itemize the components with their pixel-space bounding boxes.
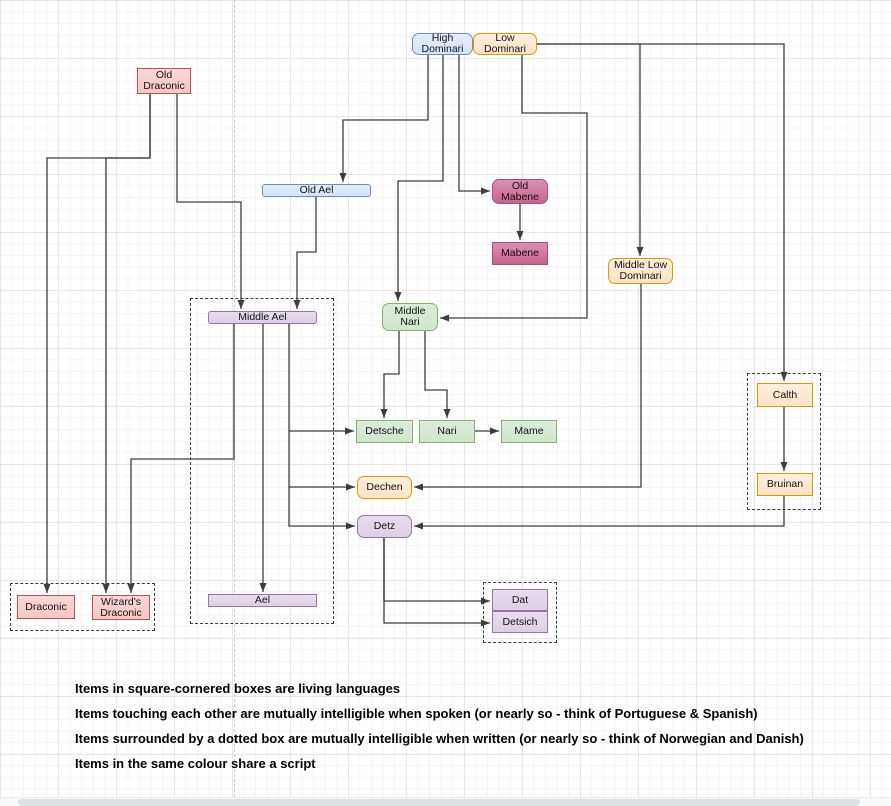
node-label-high-dominari: High Dominari — [421, 32, 464, 55]
node-old-ael[interactable]: Old Ael — [262, 184, 371, 197]
node-label-draconic: Draconic — [25, 600, 67, 613]
node-calth[interactable]: Calth — [757, 383, 813, 407]
dat-detsich-written-group[interactable] — [483, 582, 557, 643]
horizontal-scrollbar-track[interactable] — [0, 797, 891, 806]
edge-middle-low-dominari-to-dechen[interactable] — [414, 284, 642, 491]
edge-middle-ael-to-wizards-draconic[interactable] — [127, 324, 235, 593]
edge-detz-to-detsich[interactable] — [383, 538, 490, 627]
draconic-written-group[interactable] — [10, 583, 155, 631]
node-old-mabene[interactable]: Old Mabene — [492, 179, 548, 204]
node-middle-low-dominari[interactable]: Middle Low Dominari — [608, 258, 673, 284]
legend: Items in square-cornered boxes are livin… — [75, 681, 875, 781]
node-label-dechen: Dechen — [366, 481, 403, 493]
node-nari[interactable]: Nari — [419, 420, 475, 443]
edge-old-draconic-to-wizards-draconic[interactable] — [102, 94, 151, 593]
node-label-detz: Detz — [373, 520, 396, 532]
edge-low-dominari-to-calth[interactable] — [537, 43, 788, 381]
node-label-old-ael: Old Ael — [299, 184, 334, 196]
node-old-draconic[interactable]: Old Draconic — [137, 68, 191, 94]
legend-line-touching: Items touching each other are mutually i… — [75, 706, 758, 721]
edge-low-dominari-to-middle-low-dominari[interactable] — [537, 43, 644, 256]
node-bruinan[interactable]: Bruinan — [757, 473, 813, 496]
node-draconic[interactable]: Draconic — [17, 595, 75, 619]
node-high-dominari[interactable]: High Dominari — [412, 33, 473, 55]
node-label-middle-ael: Middle Ael — [238, 311, 287, 323]
node-label-dat: Dat — [511, 593, 529, 606]
node-label-mame: Mame — [514, 425, 544, 437]
node-label-middle-low-dominari: Middle Low Dominari — [613, 259, 668, 282]
horizontal-scrollbar-thumb[interactable] — [18, 799, 860, 806]
node-mabene[interactable]: Mabene — [492, 242, 548, 265]
node-label-wizards-draconic: Wizard's Draconic — [100, 595, 142, 619]
edge-old-draconic-to-middle-ael[interactable] — [176, 94, 245, 309]
edge-old-ael-to-middle-ael[interactable] — [293, 197, 317, 309]
node-mame[interactable]: Mame — [501, 420, 557, 443]
ael-written-group[interactable] — [190, 298, 334, 624]
edge-middle-ael-to-detsche[interactable] — [288, 324, 354, 435]
node-middle-ael[interactable]: Middle Ael — [208, 311, 317, 324]
node-detsich[interactable]: Detsich — [492, 611, 548, 633]
node-label-low-dominari: Low Dominari — [483, 32, 526, 55]
edge-detz-to-dat[interactable] — [383, 538, 490, 605]
edge-old-draconic-to-draconic[interactable] — [43, 94, 151, 593]
node-label-bruinan: Bruinan — [766, 478, 804, 490]
edge-high-dominari-to-middle-nari[interactable] — [394, 55, 444, 301]
node-detz[interactable]: Detz — [357, 515, 412, 538]
legend-line-square-corners: Items in square-cornered boxes are livin… — [75, 681, 401, 696]
edge-bruinan-to-detz[interactable] — [414, 496, 785, 530]
legend-line-colour-script: Items in the same colour share a script — [75, 756, 316, 771]
node-label-middle-nari: Middle Nari — [394, 305, 426, 328]
edge-middle-ael-to-dechen[interactable] — [288, 431, 355, 491]
node-label-detsche: Detsche — [365, 425, 404, 437]
node-label-mabene: Mabene — [501, 247, 539, 259]
legend-line-dotted-box: Items surrounded by a dotted box are mut… — [75, 731, 804, 746]
node-label-old-mabene: Old Mabene — [501, 179, 539, 203]
node-wizards-draconic[interactable]: Wizard's Draconic — [92, 595, 150, 620]
edge-low-dominari-to-middle-nari[interactable] — [440, 55, 588, 322]
node-low-dominari[interactable]: Low Dominari — [473, 33, 537, 55]
node-label-nari: Nari — [437, 425, 457, 437]
node-middle-nari[interactable]: Middle Nari — [382, 303, 438, 331]
node-ael[interactable]: Ael — [208, 594, 317, 607]
edge-high-dominari-to-old-mabene[interactable] — [458, 55, 490, 195]
edge-middle-nari-to-detsche[interactable] — [380, 331, 400, 418]
edge-middle-ael-to-detz[interactable] — [288, 487, 355, 530]
node-label-ael: Ael — [254, 594, 271, 606]
node-label-old-draconic: Old Draconic — [143, 69, 185, 92]
node-label-detsich: Detsich — [502, 615, 538, 628]
node-label-calth: Calth — [772, 388, 798, 401]
edge-middle-nari-to-nari[interactable] — [424, 331, 451, 418]
node-detsche[interactable]: Detsche — [356, 420, 413, 443]
node-dat[interactable]: Dat — [492, 589, 548, 611]
node-dechen[interactable]: Dechen — [357, 476, 412, 499]
edge-high-dominari-to-old-ael[interactable] — [339, 55, 429, 182]
